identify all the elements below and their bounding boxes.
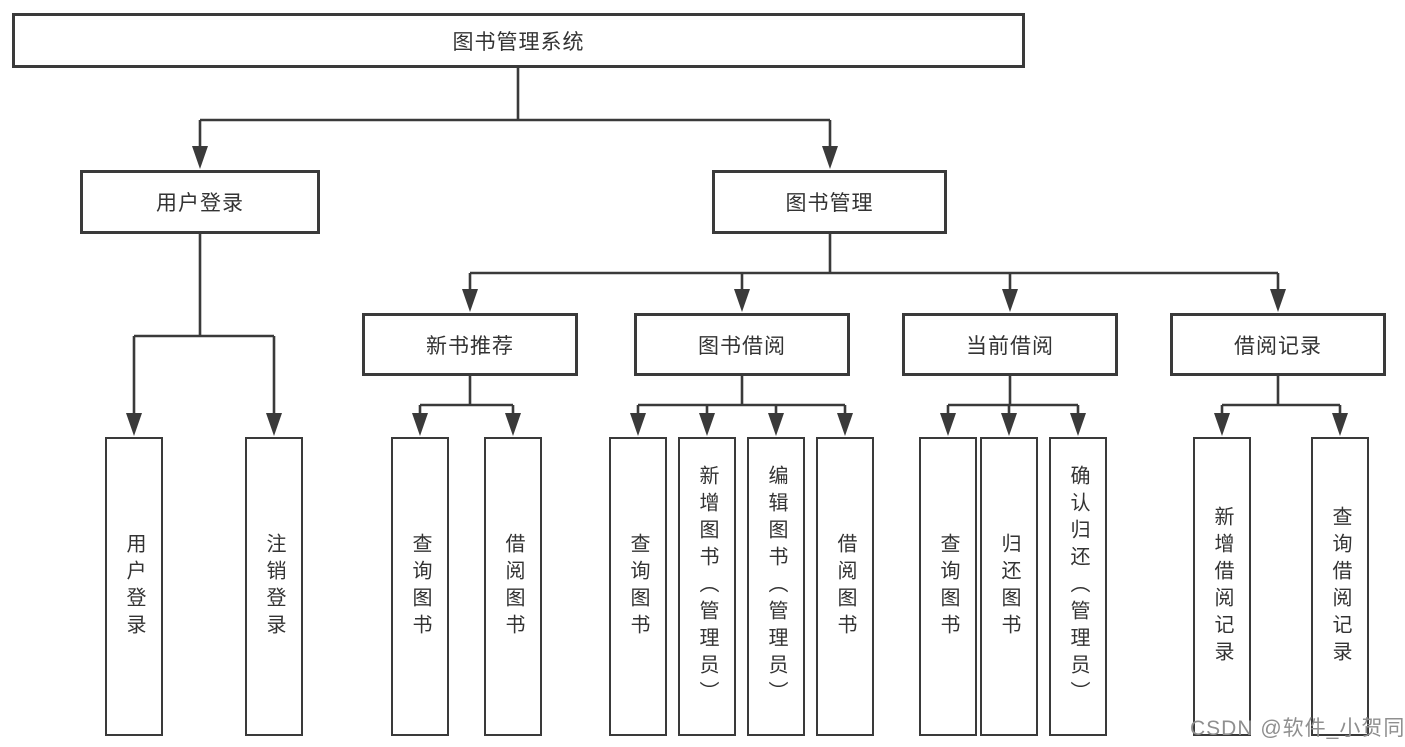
csdn-watermark: CSDN @软件_小贺同学 xyxy=(1190,717,1405,740)
leaf-borrow-query-label: 查询图书 xyxy=(627,532,649,641)
leaf-newbooks-query-label: 查询图书 xyxy=(409,532,431,641)
node-library-system: 图书管理系统 xyxy=(12,13,1025,68)
leaf-current-return: 归还图书 xyxy=(980,437,1038,736)
node-new-book-recommend: 新书推荐 xyxy=(362,313,578,376)
node-book-borrow: 图书借阅 xyxy=(634,313,850,376)
leaf-borrow-edit-admin-label: 编辑图书（管理员） xyxy=(765,465,787,708)
leaf-user-login-label: 用户登录 xyxy=(123,532,145,641)
leaf-newbooks-query: 查询图书 xyxy=(391,437,449,736)
connector-currentborrow-to-leaves xyxy=(940,376,1086,436)
connector-management-to-level2 xyxy=(462,234,1286,312)
leaf-current-query: 查询图书 xyxy=(919,437,977,736)
node-borrow-records: 借阅记录 xyxy=(1170,313,1386,376)
leaf-newbooks-borrow-label: 借阅图书 xyxy=(502,532,524,641)
leaf-borrow-add-admin-label: 新增图书（管理员） xyxy=(696,465,718,708)
leaf-newbooks-borrow: 借阅图书 xyxy=(484,437,542,736)
connector-userlogin-to-leaves xyxy=(126,234,282,436)
leaf-borrow-borrow-label: 借阅图书 xyxy=(834,532,856,641)
connector-records-to-leaves xyxy=(1214,376,1348,436)
leaf-borrow-add-admin: 新增图书（管理员） xyxy=(678,437,736,736)
node-current-borrow: 当前借阅 xyxy=(902,313,1118,376)
node-book-management: 图书管理 xyxy=(712,170,947,234)
leaf-current-return-label: 归还图书 xyxy=(998,532,1020,641)
leaf-current-confirm-admin-label: 确认归还（管理员） xyxy=(1067,465,1089,708)
leaf-records-add: 新增借阅记录 xyxy=(1193,437,1251,736)
leaf-logout: 注销登录 xyxy=(245,437,303,736)
leaf-user-login: 用户登录 xyxy=(105,437,163,736)
leaf-current-confirm-admin: 确认归还（管理员） xyxy=(1049,437,1107,736)
leaf-records-query: 查询借阅记录 xyxy=(1311,437,1369,736)
connector-recommend-to-leaves xyxy=(412,376,521,436)
leaf-records-query-label: 查询借阅记录 xyxy=(1329,505,1351,668)
leaf-current-query-label: 查询图书 xyxy=(937,532,959,641)
leaf-logout-label: 注销登录 xyxy=(263,532,285,641)
connector-root-to-level1 xyxy=(192,68,838,169)
leaf-borrow-edit-admin: 编辑图书（管理员） xyxy=(747,437,805,736)
node-user-login: 用户登录 xyxy=(80,170,320,234)
leaf-borrow-query: 查询图书 xyxy=(609,437,667,736)
leaf-borrow-borrow: 借阅图书 xyxy=(816,437,874,736)
connector-bookborrow-to-leaves xyxy=(630,376,853,436)
leaf-records-add-label: 新增借阅记录 xyxy=(1211,505,1233,668)
